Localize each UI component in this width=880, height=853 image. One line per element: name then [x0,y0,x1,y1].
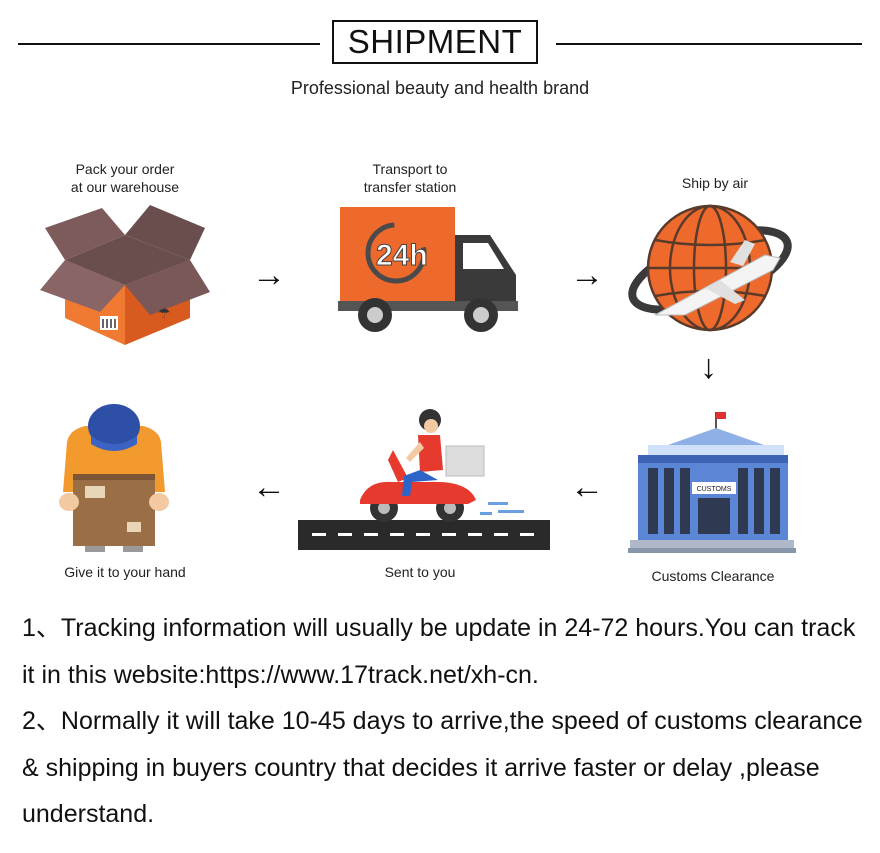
note-tracking: 1、Tracking information will usually be u… [22,614,856,689]
step-transport-label-line2: transfer station [363,179,457,195]
package-box-icon: ☂ [40,205,210,345]
scooter-courier-icon [298,409,550,550]
step-pack-label: Pack your order at our warehouse [40,160,210,196]
header-rule-right [556,43,862,45]
customs-building-icon: CUSTOMS [628,412,796,553]
step-customs-label: Customs Clearance [651,568,775,584]
delivery-truck-icon: 24h [338,207,518,332]
step-pack-label-line2: at our warehouse [70,179,180,195]
arrow-left-1: ← [570,468,604,506]
arrow-left-2: ← [252,468,286,506]
page-subtitle: Professional beauty and health brand [290,78,590,98]
step-air-label: Ship by air [681,175,749,191]
note-delivery-time: 2、Normally it will take 10-45 days to ar… [22,707,863,828]
step-transport-label-line1: Transport to [372,161,448,177]
arrow-right-1: → [252,256,286,294]
customs-sign-text: CUSTOMS [697,486,732,493]
step-give-label: Give it to your hand [64,564,186,580]
step-pack-label-line1: Pack your order [75,161,175,177]
shipping-notes: 1、Tracking information will usually be u… [22,605,872,838]
page-title: SHIPMENT [332,20,538,64]
arrow-right-2: → [570,256,604,294]
svg-text:☂: ☂ [158,306,171,322]
arrow-down: ↓ [700,348,717,386]
courier-holding-box-icon [59,404,169,552]
header-rule-left [18,43,320,45]
step-transport-label: Transport to transfer station [330,160,490,196]
truck-24h-badge: 24h [376,239,428,272]
step-sent-label: Sent to you [384,564,456,580]
globe-airplane-icon [628,204,792,332]
